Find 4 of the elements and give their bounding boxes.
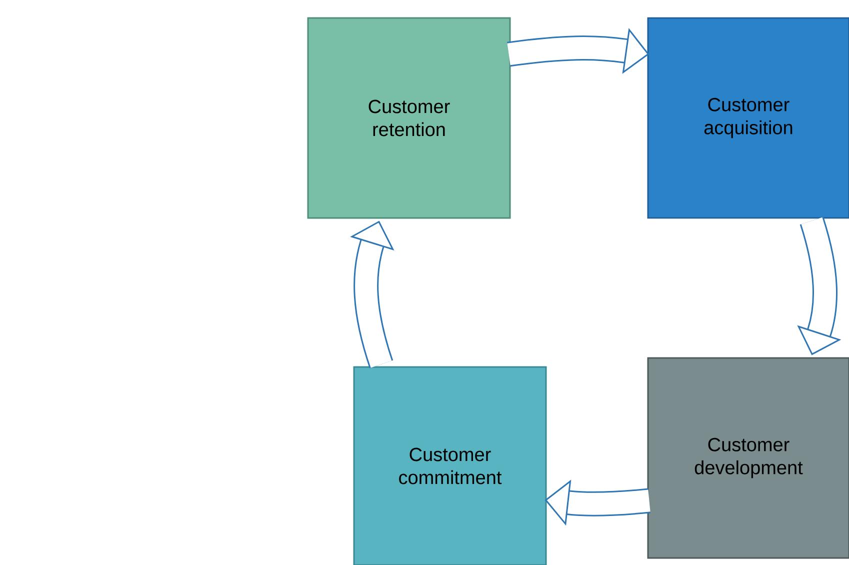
process-box: Customer commitment: [353, 366, 547, 565]
process-box: Customer development: [647, 357, 849, 559]
process-box: Customer acquisition: [647, 17, 849, 219]
process-box: Customer retention: [307, 17, 511, 219]
